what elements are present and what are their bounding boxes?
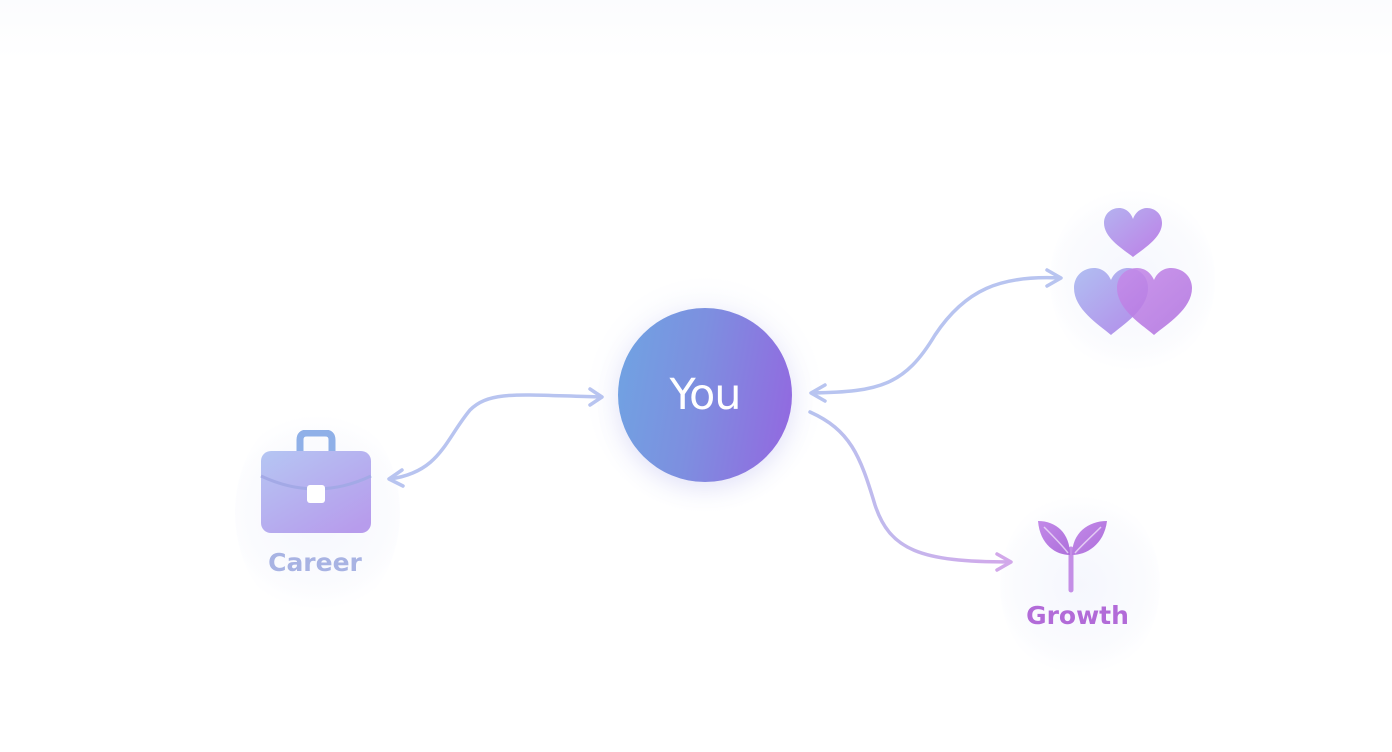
center-label: You <box>669 370 741 420</box>
connector-growth <box>808 410 1013 572</box>
hearts-icon <box>1074 208 1192 335</box>
sprout-icon <box>1038 521 1107 593</box>
background-haze <box>0 0 1392 60</box>
career-label: Career <box>268 548 362 577</box>
growth-glow <box>1000 490 1160 680</box>
center-node: You <box>618 308 792 482</box>
connector-career <box>387 387 604 488</box>
growth-label: Growth <box>1026 601 1129 630</box>
connector-relationships <box>809 268 1063 403</box>
briefcase-icon <box>260 430 372 533</box>
